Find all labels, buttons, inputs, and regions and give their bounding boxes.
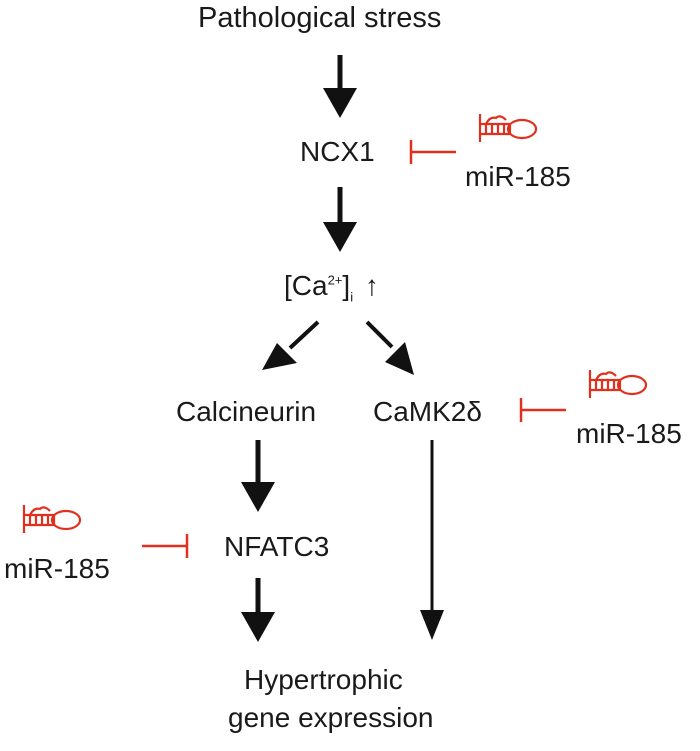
node-camk2d: CaMK2δ xyxy=(373,396,482,427)
mirna-hairpin-icon xyxy=(478,114,538,142)
calcium-subscript: i xyxy=(350,289,354,305)
arrow-ncx1-to-calcium xyxy=(323,187,357,252)
inhibit-camk2d xyxy=(519,398,566,422)
arrow-calcineurin-to-nfatc3 xyxy=(241,440,275,512)
arrow-nfatc3-to-hypertrophic xyxy=(241,578,275,642)
calcium-prefix: [Ca xyxy=(284,270,328,301)
mir185-label-ncx1: miR-185 xyxy=(465,161,571,192)
arrow-calcium-to-calcineurin xyxy=(262,320,320,370)
node-calcium: [Ca2+]i ↑ xyxy=(284,270,379,304)
node-pathological-stress: Pathological stress xyxy=(198,2,442,34)
calcium-superscript: 2+ xyxy=(327,272,343,288)
increase-arrow-icon: ↑ xyxy=(364,270,379,301)
arrow-calcium-to-camk2d xyxy=(365,320,414,375)
calcium-bracket: ] xyxy=(342,270,351,301)
node-hypertrophic-line2: gene expression xyxy=(228,702,434,733)
node-calcineurin: Calcineurin xyxy=(176,396,317,427)
arrow-stress-to-ncx1 xyxy=(323,55,357,118)
inhibit-nfatc3 xyxy=(142,534,189,558)
mir185-label-nfatc3: miR-185 xyxy=(4,553,110,584)
mirna-hairpin-icon xyxy=(22,505,82,533)
node-ncx1: NCX1 xyxy=(300,136,375,167)
arrow-camk2d-to-hypertrophic xyxy=(420,440,444,640)
mirna-hairpin-icon xyxy=(588,370,648,398)
node-nfatc3: NFATC3 xyxy=(224,531,330,562)
mir185-label-camk2d: miR-185 xyxy=(576,418,682,449)
node-hypertrophic-line1: Hypertrophic xyxy=(244,664,403,695)
inhibit-ncx1 xyxy=(409,140,456,164)
